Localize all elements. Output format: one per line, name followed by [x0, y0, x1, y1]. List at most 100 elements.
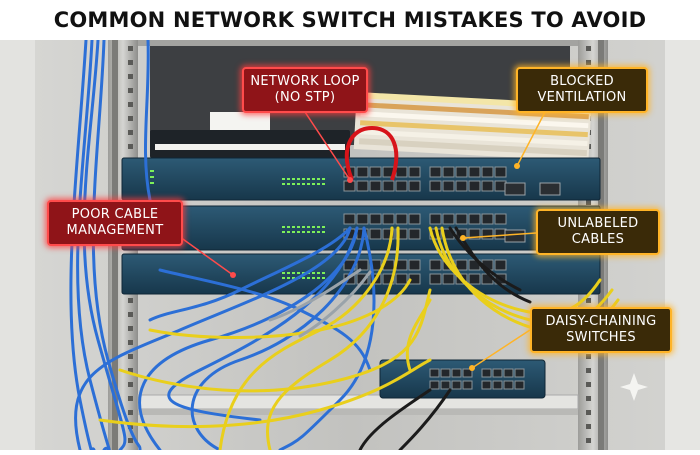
status-led — [317, 277, 320, 279]
ethernet-port — [455, 180, 468, 192]
ethernet-port — [503, 368, 514, 378]
callout-blocked-ventilation-line1: BLOCKED — [550, 74, 614, 89]
status-led — [292, 178, 295, 180]
status-led — [302, 277, 305, 279]
switch-middle — [121, 205, 601, 251]
status-led — [287, 226, 290, 228]
rail-hole — [128, 88, 133, 93]
ethernet-port — [503, 380, 514, 390]
ethernet-port — [514, 368, 525, 378]
switch-top — [121, 157, 601, 201]
ethernet-port — [494, 228, 507, 240]
rail-hole — [128, 340, 133, 345]
status-led — [312, 272, 315, 274]
ethernet-port — [382, 273, 395, 285]
status-led — [302, 183, 305, 185]
ethernet-port — [468, 180, 481, 192]
callout-network-loop-line1: NETWORK LOOP — [250, 74, 360, 89]
status-led — [287, 231, 290, 233]
status-led — [282, 178, 285, 180]
status-led — [322, 277, 325, 279]
status-led — [317, 226, 320, 228]
rail-hole — [586, 200, 591, 205]
rail-hole — [586, 46, 591, 51]
ethernet-port — [494, 180, 507, 192]
callout-poor-cable-management-line1: POOR CABLE — [71, 207, 159, 222]
callout-unlabeled-cables-line1: UNLABELED — [557, 216, 639, 231]
callout-poor-cable-management-line2: MANAGEMENT — [66, 223, 164, 238]
ethernet-port — [481, 166, 494, 178]
status-led — [292, 226, 295, 228]
ethernet-port — [451, 380, 462, 390]
ethernet-port — [468, 166, 481, 178]
status-led — [302, 272, 305, 274]
ethernet-port — [395, 273, 408, 285]
ethernet-port — [442, 213, 455, 225]
ethernet-port — [382, 213, 395, 225]
status-led — [322, 226, 325, 228]
ethernet-port — [395, 213, 408, 225]
rail-hole — [128, 396, 133, 401]
ethernet-port — [481, 380, 492, 390]
rail-hole — [128, 410, 133, 415]
ethernet-port — [408, 180, 421, 192]
ethernet-port — [468, 213, 481, 225]
rack-scene: NETWORK LOOP (NO STP) BLOCKED VENTILATIO… — [0, 38, 700, 455]
status-led — [312, 277, 315, 279]
ethernet-port — [369, 213, 382, 225]
ethernet-port — [356, 166, 369, 178]
status-led — [282, 272, 285, 274]
status-led — [317, 272, 320, 274]
ethernet-port — [442, 166, 455, 178]
ethernet-port — [356, 180, 369, 192]
status-led — [312, 231, 315, 233]
ethernet-port — [369, 228, 382, 240]
callout-daisy-chaining: DAISY-CHAINING SWITCHES — [530, 307, 672, 353]
ethernet-port — [343, 213, 356, 225]
ethernet-port — [429, 380, 440, 390]
status-led — [282, 183, 285, 185]
ethernet-port — [395, 228, 408, 240]
ethernet-port — [468, 228, 481, 240]
title-bar: COMMON NETWORK SWITCH MISTAKES TO AVOID — [0, 0, 700, 40]
callout-leaders — [179, 111, 546, 371]
status-led — [287, 272, 290, 274]
status-led — [292, 183, 295, 185]
rail-hole — [128, 116, 133, 121]
ethernet-port — [494, 259, 507, 271]
status-led — [297, 272, 300, 274]
rail-hole — [586, 424, 591, 429]
callout-network-loop-line2: (NO STP) — [274, 90, 336, 105]
ethernet-port — [429, 368, 440, 378]
ethernet-port — [440, 380, 451, 390]
status-led — [312, 178, 315, 180]
ethernet-port — [408, 259, 421, 271]
sparkle-icon — [620, 373, 648, 401]
rail-hole — [128, 438, 133, 443]
status-led — [292, 277, 295, 279]
status-led — [302, 231, 305, 233]
rail-hole — [128, 130, 133, 135]
ethernet-port — [395, 180, 408, 192]
callout-daisy-chaining-line1: DAISY-CHAINING — [545, 314, 657, 329]
rail-hole — [586, 382, 591, 387]
ethernet-port — [455, 259, 468, 271]
rail-hole — [128, 298, 133, 303]
status-led — [287, 178, 290, 180]
ethernet-port — [382, 180, 395, 192]
ethernet-port — [429, 259, 442, 271]
status-led — [282, 226, 285, 228]
status-led — [150, 182, 154, 184]
status-led — [302, 226, 305, 228]
status-led — [317, 178, 320, 180]
ethernet-port — [442, 273, 455, 285]
ethernet-port — [369, 180, 382, 192]
ethernet-port — [462, 368, 473, 378]
page-title: COMMON NETWORK SWITCH MISTAKES TO AVOID — [53, 8, 647, 32]
status-led — [297, 231, 300, 233]
rail-hole — [128, 102, 133, 107]
callout-blocked-ventilation: BLOCKED VENTILATION — [516, 67, 648, 113]
status-led — [312, 183, 315, 185]
rail-hole — [128, 382, 133, 387]
status-led — [317, 231, 320, 233]
